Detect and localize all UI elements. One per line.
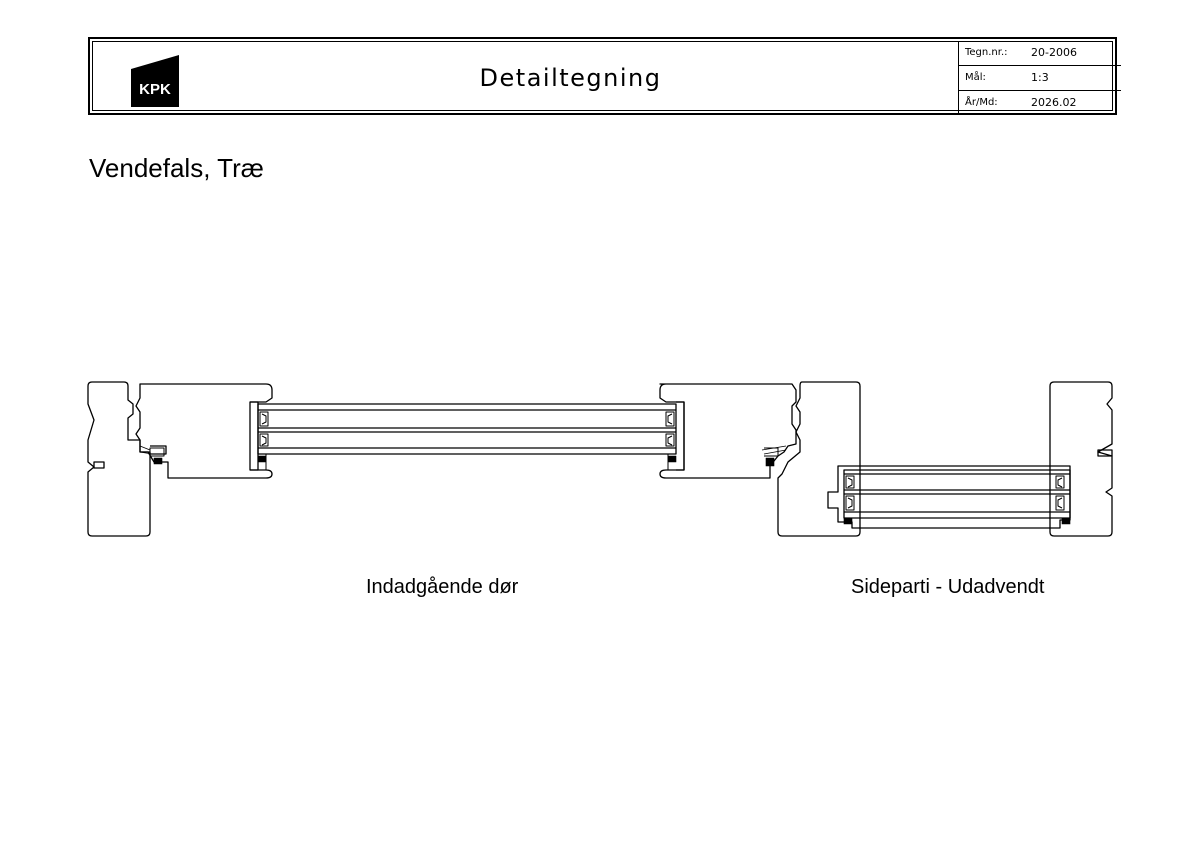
spacer <box>665 433 675 447</box>
right-glazing-bead <box>676 401 685 471</box>
left-gasket <box>153 457 163 465</box>
page-heading: Vendefals, Træ <box>89 153 264 183</box>
title-block: KPK Detailtegning Tegn.nr.: 20-2006 Mål:… <box>88 37 1121 115</box>
title-block-frame: KPK Detailtegning Tegn.nr.: 20-2006 Mål:… <box>92 41 1121 115</box>
info-label: År/Md: <box>965 97 998 108</box>
right-seal-detail <box>764 447 779 457</box>
sash-profile <box>827 465 1071 529</box>
info-value: 2026.02 <box>1031 96 1077 109</box>
left-wall-frame <box>87 381 151 537</box>
right-gasket-lines <box>761 445 787 455</box>
sash-gasket <box>843 517 853 525</box>
center-wall-frame <box>777 381 861 537</box>
sash-gasket <box>1061 517 1071 525</box>
spacer <box>665 411 675 427</box>
spacer <box>1055 475 1065 489</box>
info-row-scale: Mål: 1:3 <box>959 66 1121 91</box>
info-row-date: År/Md: 2026.02 <box>959 91 1121 115</box>
left-glazing-bead <box>250 401 259 471</box>
spacer <box>1055 495 1065 511</box>
kpk-logo: KPK <box>131 55 179 107</box>
info-label: Tegn.nr.: <box>965 47 1008 58</box>
right-bead-block <box>667 455 677 463</box>
spacer <box>259 411 269 427</box>
right-door-profile <box>659 383 797 479</box>
left-door-profile <box>135 383 273 479</box>
spacer <box>259 433 269 447</box>
spacer <box>845 475 855 489</box>
info-value: 1:3 <box>1031 71 1049 84</box>
right-wall-frame <box>1049 381 1113 537</box>
info-row-drawing-number: Tegn.nr.: 20-2006 <box>959 41 1121 66</box>
caption-side-panel: Sideparti - Udadvendt <box>851 576 1045 598</box>
right-gasket <box>765 457 775 467</box>
left-seal <box>149 447 165 457</box>
left-wall-slot <box>93 461 105 469</box>
right-wall-slot <box>1097 449 1113 457</box>
info-value: 20-2006 <box>1031 46 1077 59</box>
info-table: Tegn.nr.: 20-2006 Mål: 1:3 År/Md: 2026.0… <box>958 41 1121 115</box>
glass-unit-outer <box>257 403 677 455</box>
document-title: Detailtegning <box>479 64 662 92</box>
left-rebate-line <box>150 445 167 455</box>
left-gasket-detail <box>139 445 153 455</box>
logo-text: KPK <box>139 81 171 98</box>
spacer <box>845 495 855 511</box>
info-label: Mål: <box>965 72 986 83</box>
left-bead-block <box>257 455 267 463</box>
caption-inward-door: Indadgående dør <box>366 576 519 598</box>
